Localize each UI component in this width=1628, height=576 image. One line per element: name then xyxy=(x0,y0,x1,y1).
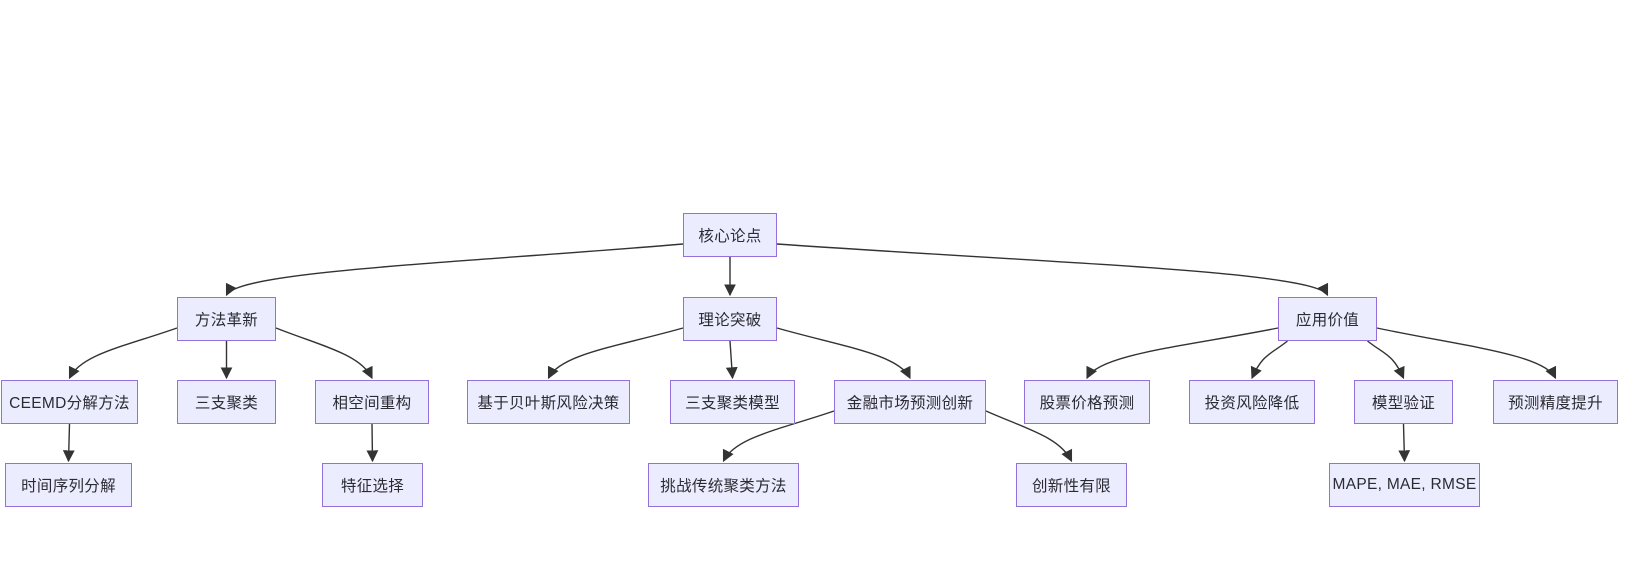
edge-method-to-ceemd xyxy=(68,327,178,380)
edge-application-to-risk xyxy=(1250,340,1288,380)
node-label-feature: 特征选择 xyxy=(340,478,405,495)
edge-theory-to-bayes xyxy=(547,327,684,380)
node-accuracy: 预测精度提升 xyxy=(1493,380,1618,424)
edge-theory-to-finance xyxy=(776,327,911,380)
node-label-finance: 金融市场预测创新 xyxy=(846,395,974,412)
node-label-three-way-model: 三支聚类模型 xyxy=(685,395,780,412)
edge-ceemd-to-decompose xyxy=(62,423,75,463)
node-theory: 理论突破 xyxy=(683,297,777,341)
node-label-bayes: 基于贝叶斯风险决策 xyxy=(477,395,620,412)
node-label-risk: 投资风险降低 xyxy=(1204,395,1300,412)
edge-validation-to-metrics xyxy=(1398,423,1411,463)
node-challenge: 挑战传统聚类方法 xyxy=(648,463,799,507)
edge-finance-to-limited xyxy=(985,410,1073,463)
node-limited: 创新性有限 xyxy=(1016,463,1127,507)
node-ceemd: CEEMD分解方法 xyxy=(1,380,138,424)
node-application: 应用价值 xyxy=(1278,297,1377,341)
node-label-three-way: 三支聚类 xyxy=(194,395,259,412)
node-label-phase-space: 相空间重构 xyxy=(332,395,412,412)
node-label-metrics: MAPE, MAE, RMSE xyxy=(1332,476,1477,493)
node-method: 方法革新 xyxy=(177,297,276,341)
node-label-application: 应用价值 xyxy=(1295,312,1360,329)
edge-core-to-method xyxy=(225,243,684,297)
node-label-validation: 模型验证 xyxy=(1371,395,1436,412)
node-bayes: 基于贝叶斯风险决策 xyxy=(467,380,630,424)
edge-application-to-accuracy xyxy=(1376,327,1557,380)
node-decompose: 时间序列分解 xyxy=(5,463,132,507)
node-feature: 特征选择 xyxy=(322,463,423,507)
node-label-decompose: 时间序列分解 xyxy=(21,478,116,495)
edge-group xyxy=(62,243,1557,463)
node-validation: 模型验证 xyxy=(1354,380,1453,424)
node-metrics: MAPE, MAE, RMSE xyxy=(1329,463,1480,507)
node-label-theory: 理论突破 xyxy=(698,312,762,329)
node-label-stock: 股票价格预测 xyxy=(1039,395,1135,412)
node-core: 核心论点 xyxy=(683,213,777,257)
node-label-core: 核心论点 xyxy=(698,228,762,245)
node-label-method: 方法革新 xyxy=(194,312,259,329)
node-label-ceemd: CEEMD分解方法 xyxy=(9,395,130,412)
edge-application-to-validation xyxy=(1367,340,1405,380)
node-risk: 投资风险降低 xyxy=(1189,380,1315,424)
edge-theory-to-three-way-model xyxy=(725,340,738,380)
node-stock: 股票价格预测 xyxy=(1024,380,1150,424)
edge-application-to-stock xyxy=(1086,327,1279,380)
node-label-accuracy: 预测精度提升 xyxy=(1508,395,1603,412)
node-three-way: 三支聚类 xyxy=(177,380,276,424)
node-phase-space: 相空间重构 xyxy=(315,380,429,424)
node-three-way-model: 三支聚类模型 xyxy=(670,380,795,424)
edge-phase-space-to-feature xyxy=(366,423,379,463)
edge-finance-to-challenge xyxy=(722,410,835,463)
node-label-limited: 创新性有限 xyxy=(1031,478,1111,495)
node-finance: 金融市场预测创新 xyxy=(834,380,986,424)
edge-core-to-application xyxy=(776,243,1329,297)
edge-method-to-phase-space xyxy=(275,327,373,380)
node-label-challenge: 挑战传统聚类方法 xyxy=(660,478,787,495)
